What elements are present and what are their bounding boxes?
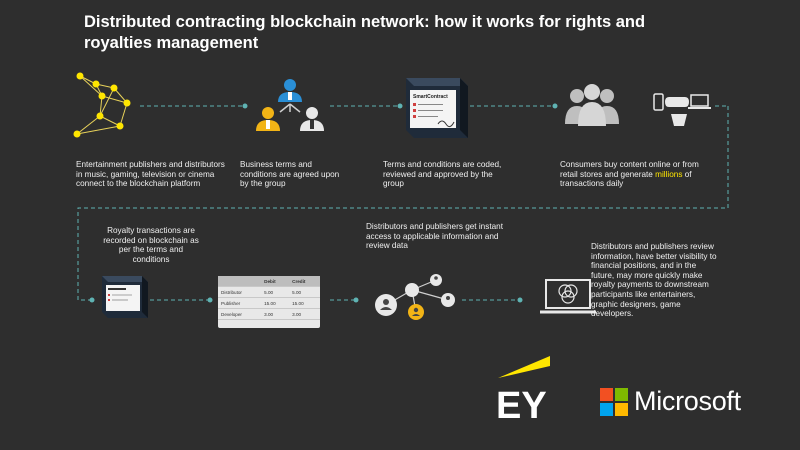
table-row: Distributor 5.00 5.00 (218, 286, 320, 298)
table-row: Publisher 15.00 15.00 (218, 297, 320, 309)
step-3-caption: Terms and conditions are coded, reviewed… (383, 160, 502, 189)
microsoft-logo: Microsoft (600, 386, 741, 417)
connector-dot (207, 297, 213, 303)
connector-dot (552, 103, 558, 109)
ey-logo-text: EY (496, 385, 547, 422)
connected-people-icon (375, 274, 455, 320)
table-row: Developer 3.00 3.00 (218, 308, 320, 320)
connector-dot (353, 297, 359, 303)
step-7-caption: Distributors and publishers review infor… (591, 242, 717, 319)
ey-beam-icon: EY (496, 356, 550, 427)
step-1-caption: Entertainment publishers and distributor… (76, 160, 225, 189)
ledger-header-row: Debit Credit (218, 276, 320, 287)
consumers-icon (565, 84, 619, 126)
ey-logo: EY (494, 352, 554, 427)
network-icon (73, 72, 131, 138)
connector-dot (89, 297, 95, 303)
step-6-caption: Distributors and publishers get instant … (366, 222, 503, 251)
connector-wrap (77, 106, 729, 301)
smart-contract-small-icon (102, 276, 148, 318)
step-5-caption: Royalty transactions are recorded on blo… (103, 226, 199, 264)
page-title: Distributed contracting blockchain netwo… (84, 13, 646, 52)
smart-contract-server-icon: SmartContract (406, 78, 468, 138)
connector-dot (397, 103, 403, 109)
microsoft-windows-icon (600, 387, 628, 416)
smart-contract-label: SmartContract (413, 94, 448, 100)
step-2-caption: Business terms and conditions are agreed… (240, 160, 340, 189)
microsoft-logo-text: Microsoft (634, 386, 741, 416)
laptop-analytics-icon (540, 279, 596, 314)
connector-dot (517, 297, 523, 303)
connector-dot (242, 103, 248, 109)
devices-icon (653, 93, 711, 126)
consumers-devices-icon (565, 84, 711, 126)
people-group-icon (256, 79, 324, 131)
ledger-table: Debit Credit Distributor 5.00 5.00 Publi… (218, 276, 320, 328)
millions-highlight: millions (655, 169, 683, 179)
step-4-caption: Consumers buy content online or from ret… (560, 160, 699, 189)
